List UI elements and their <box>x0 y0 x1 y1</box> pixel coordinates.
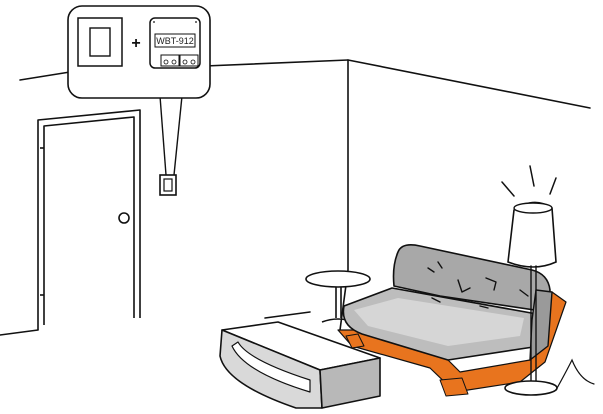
callout-pointer-left <box>160 96 166 175</box>
terminal-block-right <box>180 55 198 66</box>
lamp-cord <box>556 360 594 390</box>
lamp-glow-rays <box>502 166 556 196</box>
wall-switch-rocker <box>164 179 172 191</box>
module-screw-icon-2 <box>195 21 197 23</box>
callout-pointer <box>160 96 182 175</box>
side-table-top <box>306 271 370 287</box>
side-table-stem <box>336 287 341 318</box>
module-label: WBT-912 <box>156 36 194 46</box>
floor-line-right <box>265 312 310 318</box>
switch-front-rocker <box>90 28 110 56</box>
callout-pointer-right <box>174 96 182 175</box>
door-knob-icon <box>119 213 129 223</box>
lamp-shade-top <box>514 203 552 213</box>
callout-bubble: + WBT-912 <box>68 6 210 98</box>
module-screw-icon <box>153 21 155 23</box>
back-wall-top-edge-right <box>205 60 348 66</box>
back-wall-top-edge <box>20 72 70 80</box>
plus-sign: + <box>131 35 140 52</box>
side-wall-top-edge <box>348 60 590 108</box>
floor-line-left <box>0 330 38 335</box>
wall-switch <box>160 175 176 195</box>
terminal-block-left <box>161 55 179 66</box>
door <box>38 110 140 330</box>
lamp-base <box>505 381 557 395</box>
